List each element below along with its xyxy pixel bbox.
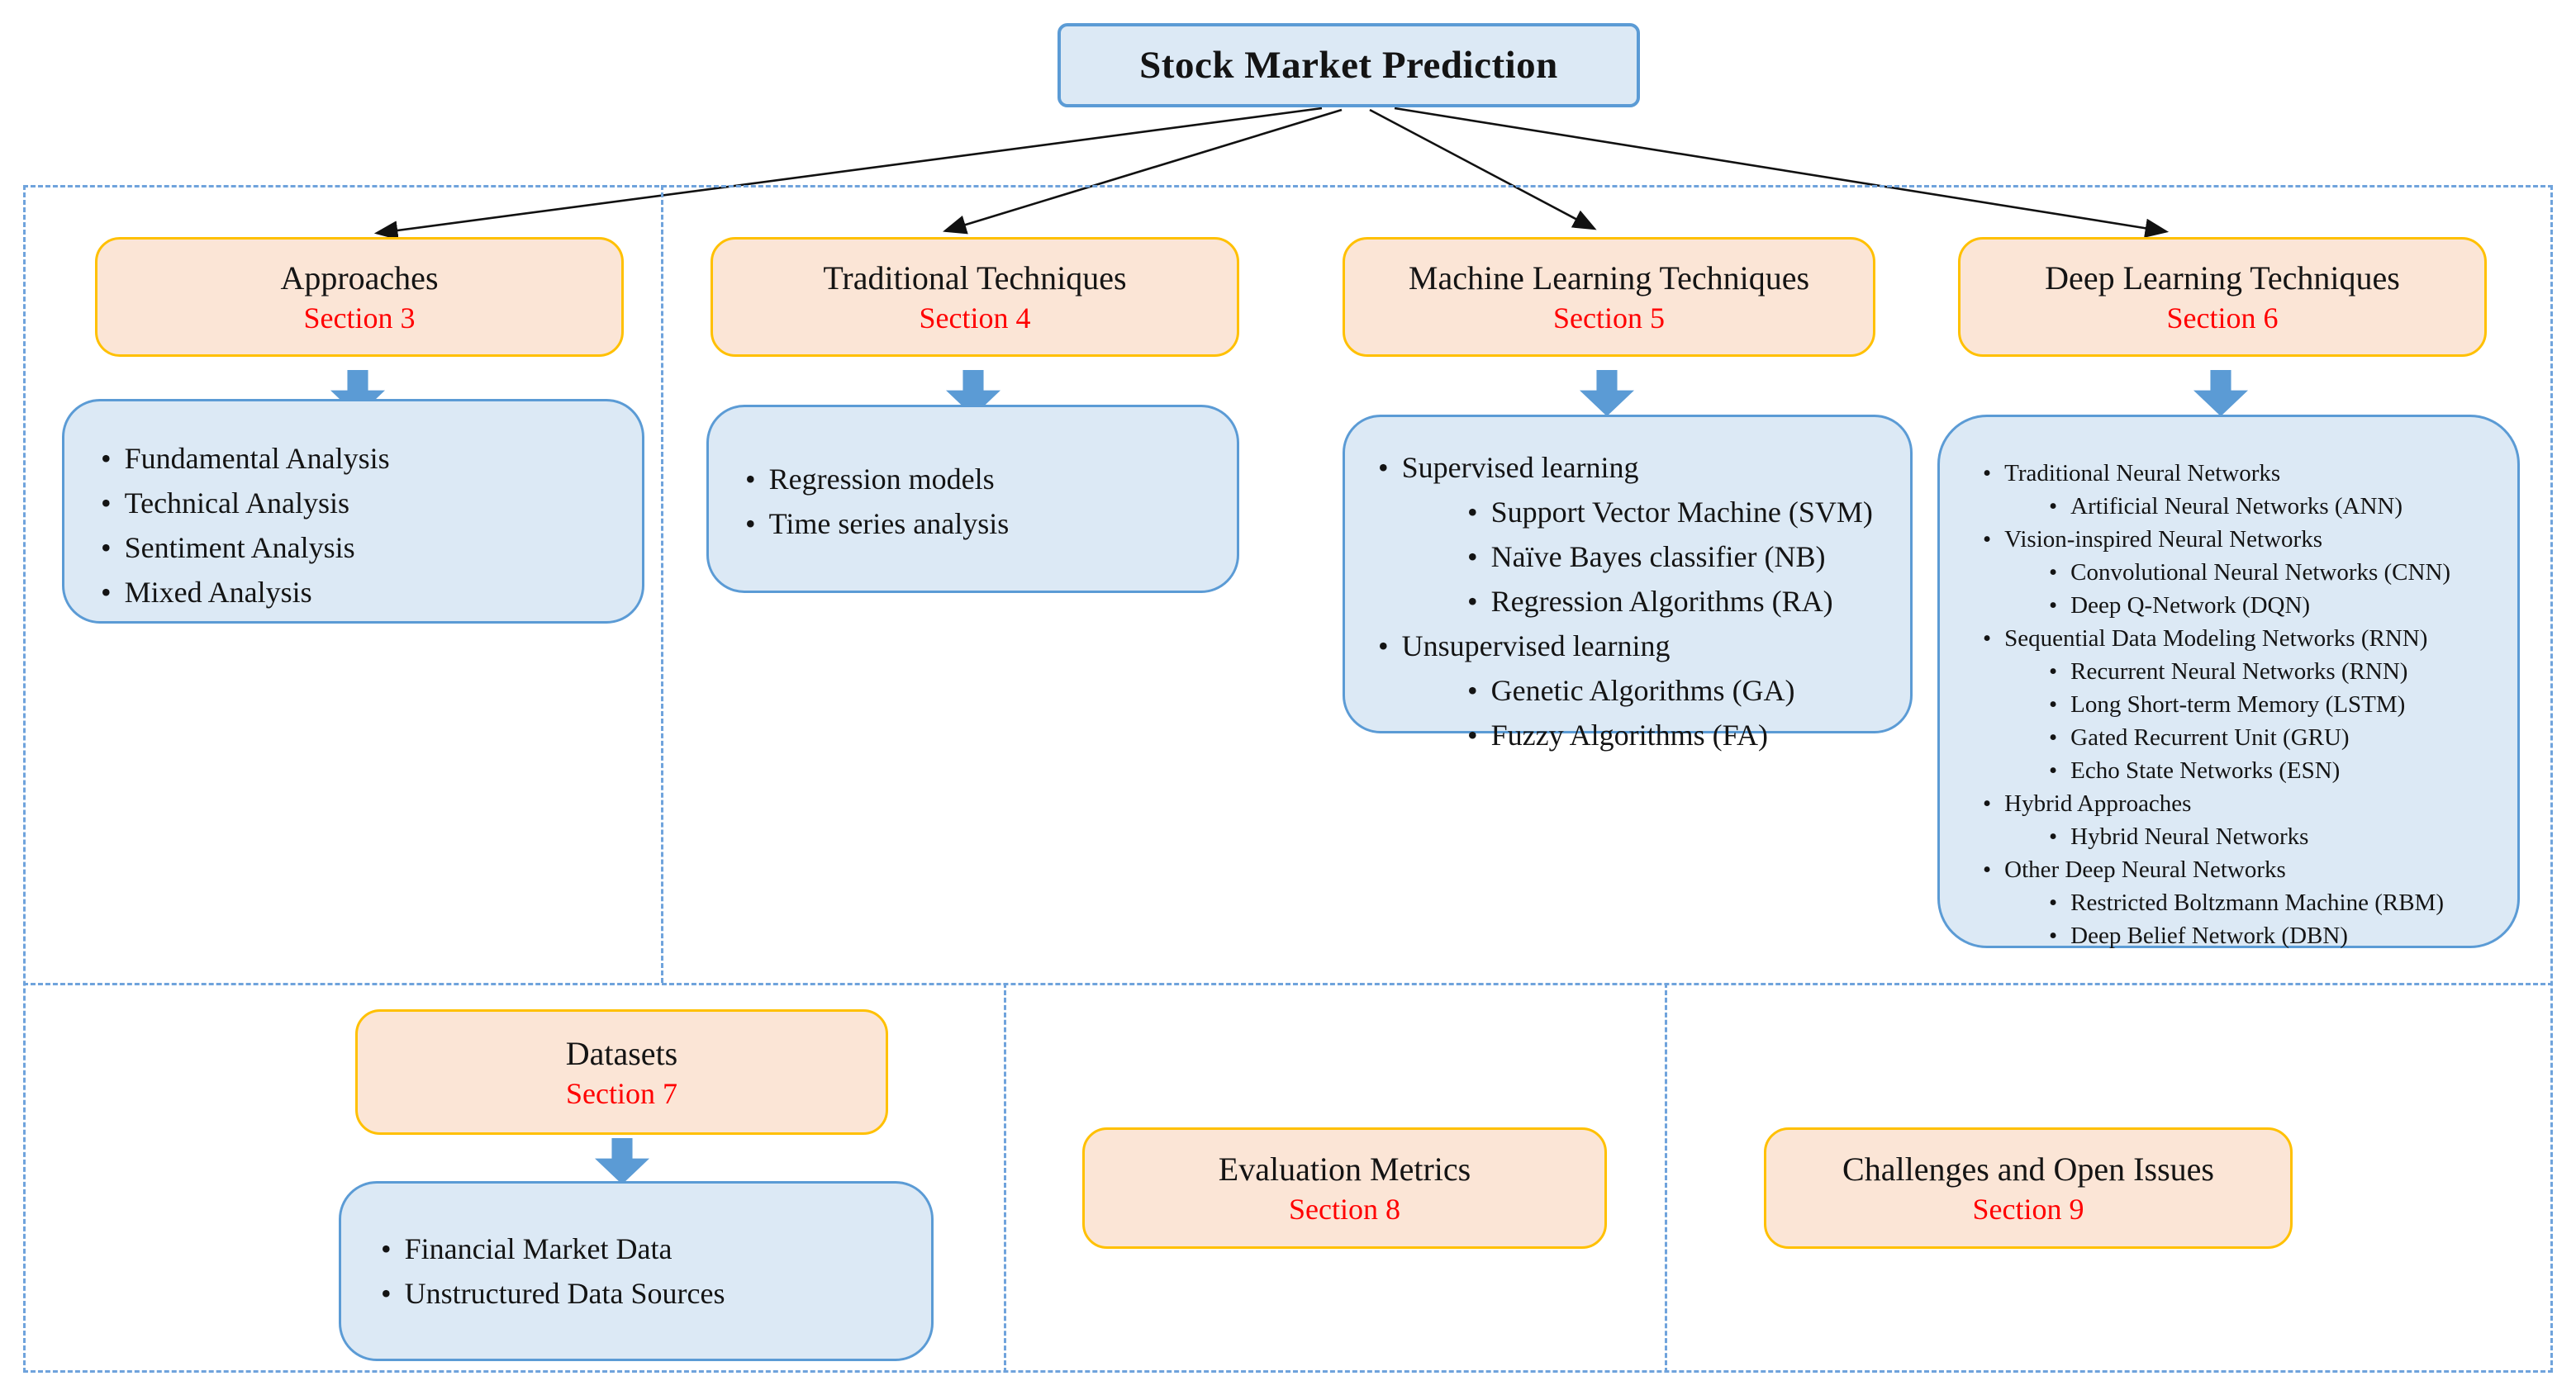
bottom-region-divider-2: [1665, 983, 1667, 1373]
list-item: Vision-inspired Neural Networks: [1983, 523, 2504, 556]
section-label: Section 7: [566, 1076, 677, 1110]
list-datasets: Financial Market DataUnstructured Data S…: [339, 1181, 934, 1361]
list-machine-learning-techniques: Supervised learningSupport Vector Machin…: [1343, 415, 1913, 752]
bottom-region-divider-1: [1004, 983, 1006, 1373]
section-title: Evaluation Metrics: [1218, 1151, 1471, 1188]
list-item: Echo State Networks (ESN): [2049, 754, 2504, 787]
list-item: Fuzzy Algorithms (FA): [1467, 713, 1894, 757]
list-item: Restricted Boltzmann Machine (RBM): [2049, 886, 2504, 919]
section-label: Section 4: [919, 301, 1031, 335]
section-label: Section 5: [1553, 301, 1665, 335]
section-label: Section 8: [1289, 1193, 1400, 1226]
list-item: Deep Belief Network (DBN): [2049, 919, 2504, 952]
section-label: Section 3: [303, 301, 416, 335]
list-item: Sentiment Analysis: [101, 525, 609, 570]
list-item: Hybrid Neural Networks: [2049, 820, 2504, 853]
list-item: Support Vector Machine (SVM): [1467, 490, 1894, 534]
outer-dashed-border: [23, 185, 2553, 1373]
list-item: Deep Q-Network (DQN): [2049, 589, 2504, 622]
horizontal-divider: [23, 983, 2553, 985]
section-header-approaches: Approaches Section 3: [95, 237, 624, 357]
list-item: Hybrid Approaches: [1983, 787, 2504, 820]
list-item: Regression Algorithms (RA): [1467, 579, 1894, 624]
list-item: Technical Analysis: [101, 481, 609, 525]
list-item: Unstructured Data Sources: [381, 1271, 906, 1316]
list-approaches: Fundamental AnalysisTechnical AnalysisSe…: [62, 399, 644, 624]
page-title: Stock Market Prediction: [1139, 44, 1558, 87]
section-header-evaluation-metrics: Evaluation Metrics Section 8: [1082, 1127, 1607, 1249]
list-item: Genetic Algorithms (GA): [1467, 668, 1894, 713]
list-item: Other Deep Neural Networks: [1983, 853, 2504, 886]
list-item: Gated Recurrent Unit (GRU): [2049, 721, 2504, 754]
list-item: Unsupervised learning: [1378, 624, 1894, 668]
section-title: Approaches: [280, 259, 439, 297]
list-item: Time series analysis: [745, 501, 1212, 546]
list-deep-learning-techniques: Traditional Neural NetworksArtificial Ne…: [1937, 415, 2520, 949]
section-header-challenges-open-issues: Challenges and Open Issues Section 9: [1764, 1127, 2293, 1249]
list-traditional-techniques: Regression modelsTime series analysis: [706, 405, 1239, 593]
section-label: Section 9: [1972, 1193, 2084, 1226]
section-header-deep-learning-techniques: Deep Learning Techniques Section 6: [1958, 237, 2487, 357]
list-item: Sequential Data Modeling Networks (RNN): [1983, 622, 2504, 655]
list-item: Recurrent Neural Networks (RNN): [2049, 655, 2504, 688]
top-region-divider: [661, 185, 663, 983]
list-item: Financial Market Data: [381, 1227, 906, 1271]
list-item: Regression models: [745, 457, 1212, 501]
section-title: Challenges and Open Issues: [1842, 1151, 2214, 1188]
root-node-stock-market-prediction: Stock Market Prediction: [1057, 23, 1640, 107]
list-item: Mixed Analysis: [101, 570, 609, 614]
section-header-datasets: Datasets Section 7: [355, 1009, 888, 1135]
section-title: Machine Learning Techniques: [1408, 259, 1810, 297]
section-label: Section 6: [2166, 301, 2279, 335]
list-item: Naïve Bayes classifier (NB): [1467, 534, 1894, 579]
list-item: Convolutional Neural Networks (CNN): [2049, 556, 2504, 589]
list-item: Traditional Neural Networks: [1983, 457, 2504, 490]
section-header-traditional-techniques: Traditional Techniques Section 4: [711, 237, 1239, 357]
list-item: Supervised learning: [1378, 445, 1894, 490]
list-item: Fundamental Analysis: [101, 436, 609, 481]
section-title: Traditional Techniques: [823, 259, 1127, 297]
list-item: Long Short-term Memory (LSTM): [2049, 688, 2504, 721]
list-item: Artificial Neural Networks (ANN): [2049, 490, 2504, 523]
section-header-machine-learning-techniques: Machine Learning Techniques Section 5: [1343, 237, 1875, 357]
section-title: Deep Learning Techniques: [2045, 259, 2400, 297]
section-title: Datasets: [565, 1034, 678, 1072]
